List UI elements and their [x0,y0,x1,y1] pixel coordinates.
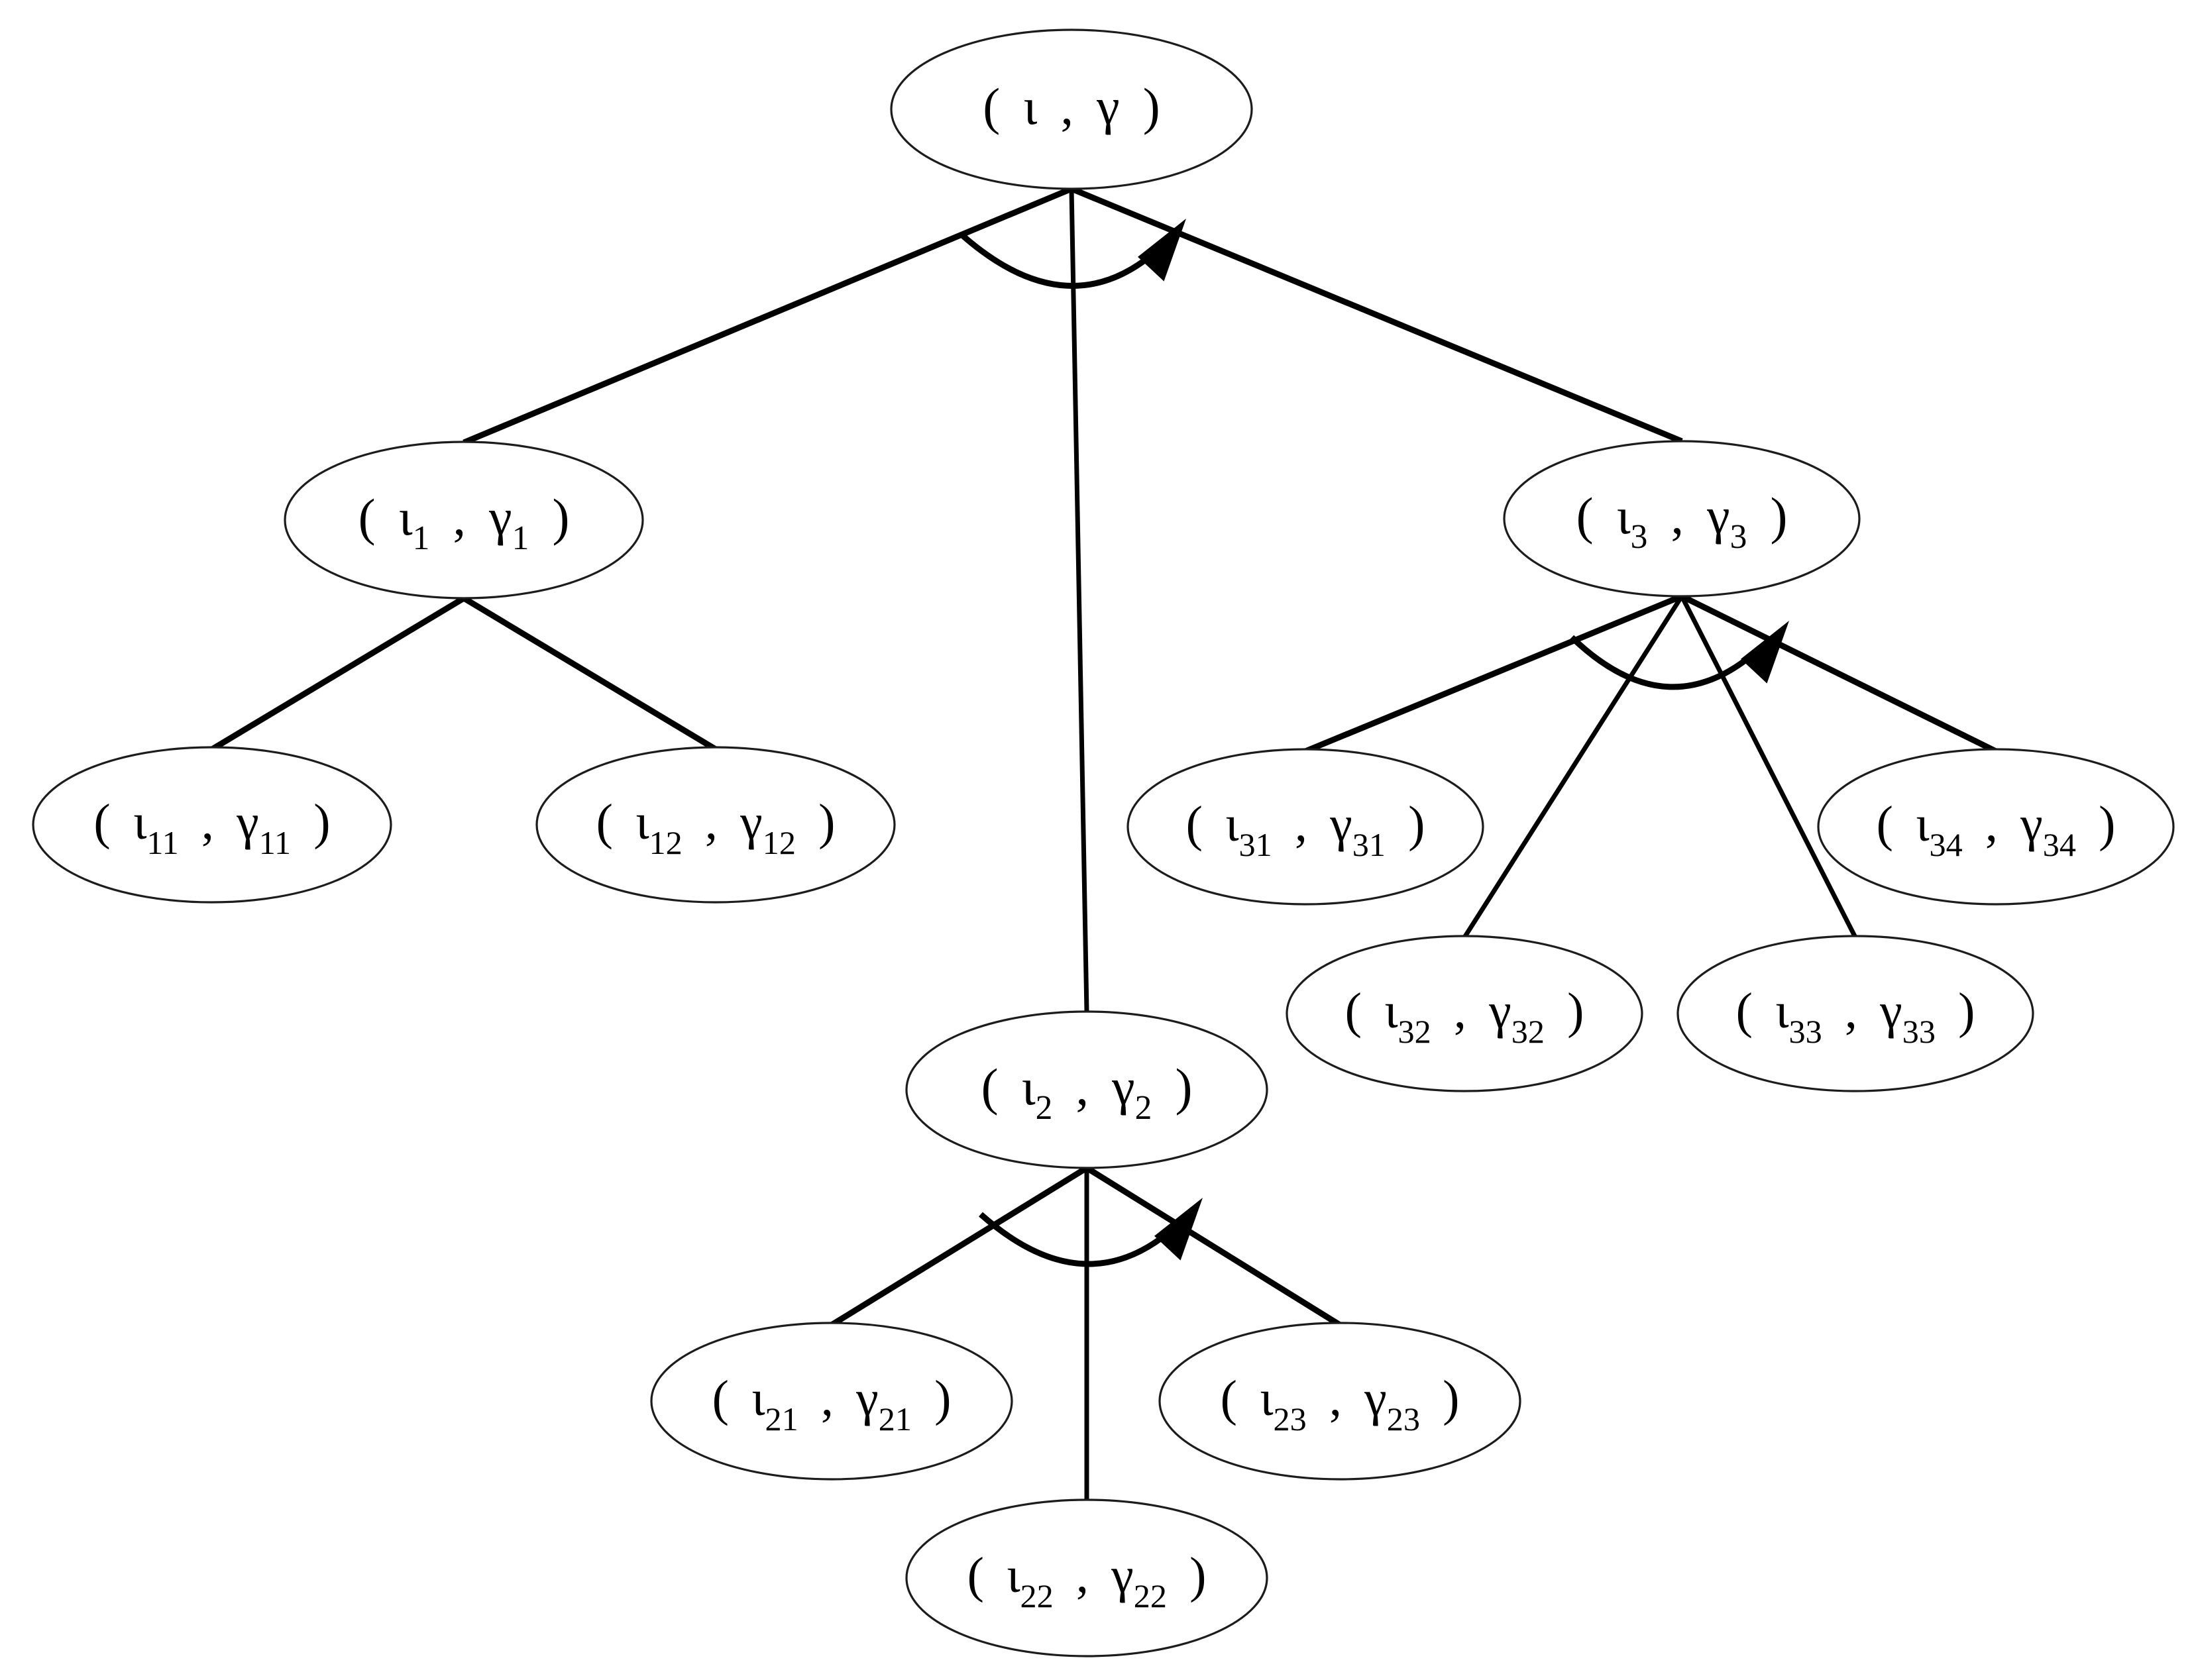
tree-node-n34[interactable]: ( ι34 , γ34 ) [1817,748,2175,906]
node-ellipse-n34[interactable] [1817,748,2175,906]
order-arc-n2 [979,1212,1181,1267]
node-label-n3: ( ι3 , γ3 ) [1576,487,1788,556]
order-arc-group-n2 [979,1198,1203,1267]
node-label-root: ( ι , γ ) [983,78,1160,135]
tree-edge-n3-to-n33[interactable] [1679,595,1858,939]
order-arc-group-root [960,219,1186,289]
node-label-n34: ( ι34 , γ34 ) [1877,796,2116,863]
node-ellipse-n11[interactable] [32,746,392,904]
node-ellipse-n32[interactable] [1286,935,1643,1092]
edges-layer [210,185,1997,1501]
node-label-n11: ( ι11 , γ11 ) [93,794,330,861]
tree-node-n32[interactable]: ( ι32 , γ32 ) [1286,935,1643,1092]
tree-node-n31[interactable]: ( ι31 , γ31 ) [1126,748,1484,906]
node-ellipse-root[interactable] [890,28,1253,190]
tree-edge-n1-to-n11[interactable] [210,596,466,752]
node-label-n2: ( ι2 , γ2 ) [981,1058,1193,1127]
tree-node-n11[interactable]: ( ι11 , γ11 ) [32,746,392,904]
node-label-n1: ( ι1 , γ1 ) [358,488,570,557]
tree-edge-n2-to-n23[interactable] [1085,1165,1342,1328]
node-ellipse-n33[interactable] [1676,935,2034,1092]
order-arc-root [960,233,1166,289]
order-arc-arrowhead-root [1138,219,1186,282]
node-label-n32: ( ι32 , γ32 ) [1345,983,1584,1049]
node-ellipse-n22[interactable] [905,1498,1268,1657]
tree-node-n23[interactable]: ( ι23 , γ23 ) [1158,1322,1521,1481]
node-ellipse-n12[interactable] [535,746,896,904]
tree-node-n3[interactable]: ( ι3 , γ3 ) [1503,440,1861,598]
tree-node-root[interactable]: ( ι , γ ) [890,28,1253,190]
node-ellipse-n23[interactable] [1158,1322,1521,1481]
tree-node-n2[interactable]: ( ι2 , γ2 ) [905,1010,1268,1169]
node-label-n31: ( ι31 , γ31 ) [1186,796,1425,863]
tree-edge-n2-to-n21[interactable] [830,1165,1089,1328]
order-arc-arrowhead-n3 [1741,621,1789,684]
tree-edge-root-to-n1[interactable] [463,185,1073,446]
node-label-n12: ( ι12 , γ12 ) [596,794,836,861]
order-arc-n3 [1569,635,1765,690]
order-arc-arrowhead-n2 [1154,1198,1203,1261]
tree-node-n21[interactable]: ( ι21 , γ21 ) [650,1322,1013,1481]
node-label-n33: ( ι33 , γ33 ) [1736,983,1975,1049]
tree-node-n33[interactable]: ( ι33 , γ33 ) [1676,935,2034,1092]
node-ellipse-n21[interactable] [650,1322,1013,1481]
tree-edge-n1-to-n12[interactable] [462,596,718,752]
tree-node-n1[interactable]: ( ι1 , γ1 ) [284,441,644,600]
order-arcs-layer [960,219,1789,1267]
node-label-n23: ( ι23 , γ23 ) [1221,1371,1460,1437]
node-label-n22: ( ι22 , γ22 ) [967,1548,1207,1614]
tree-edge-root-to-n2[interactable] [1069,188,1089,1012]
order-arc-group-n3 [1569,621,1789,690]
tree-edge-n3-to-n34[interactable] [1680,593,1997,755]
node-ellipse-n31[interactable] [1126,748,1484,906]
node-ellipse-n3[interactable] [1503,440,1861,598]
nodes-layer: ( ι , γ ) ( ι1 , γ1 ) ( ι3 , γ3 ) ( ι11 , γ… [32,28,2175,1657]
tree-edge-root-to-n3[interactable] [1070,185,1683,445]
node-ellipse-n1[interactable] [284,441,644,600]
tree-node-n22[interactable]: ( ι22 , γ22 ) [905,1498,1268,1657]
tree-edge-n3-to-n31[interactable] [1304,593,1683,755]
node-label-n21: ( ι21 , γ21 ) [712,1371,952,1437]
node-ellipse-n2[interactable] [905,1010,1268,1169]
tree-edge-n3-to-n32[interactable] [1462,595,1684,939]
tree-node-n12[interactable]: ( ι12 , γ12 ) [535,746,896,904]
